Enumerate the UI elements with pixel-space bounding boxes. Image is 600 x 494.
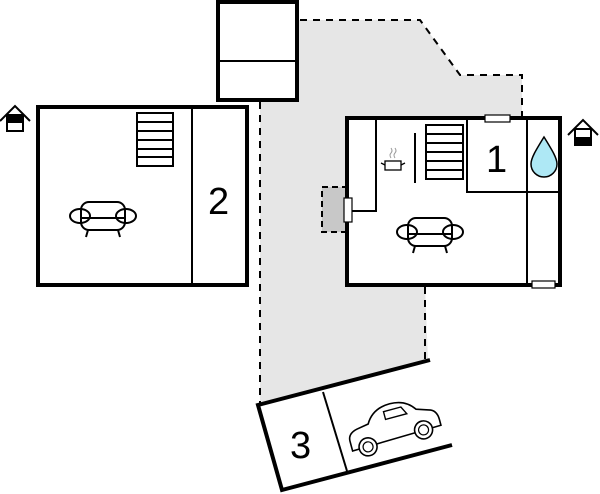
window xyxy=(484,114,511,123)
window xyxy=(531,280,556,289)
car-icon xyxy=(348,401,442,457)
door xyxy=(343,197,353,223)
stairs-icon xyxy=(425,124,464,180)
house-entrance-icon xyxy=(0,104,31,132)
armchair-icon xyxy=(396,217,464,254)
building-number: 1 xyxy=(486,139,507,181)
kitchen-pot-icon xyxy=(380,147,406,171)
stairs-icon xyxy=(136,112,174,167)
building-1: 1 xyxy=(321,114,562,289)
building-2: 2 xyxy=(36,105,249,287)
water-drop-icon xyxy=(530,135,558,178)
building-number: 2 xyxy=(208,181,229,223)
armchair-icon xyxy=(69,201,137,238)
building-number: 3 xyxy=(290,425,311,467)
outbuilding xyxy=(216,0,299,102)
yard-area xyxy=(260,20,522,404)
house-entrance-icon xyxy=(567,118,599,146)
annex xyxy=(321,186,348,233)
yard-boundary-top xyxy=(300,19,523,118)
parking-3: 3 xyxy=(255,358,453,493)
